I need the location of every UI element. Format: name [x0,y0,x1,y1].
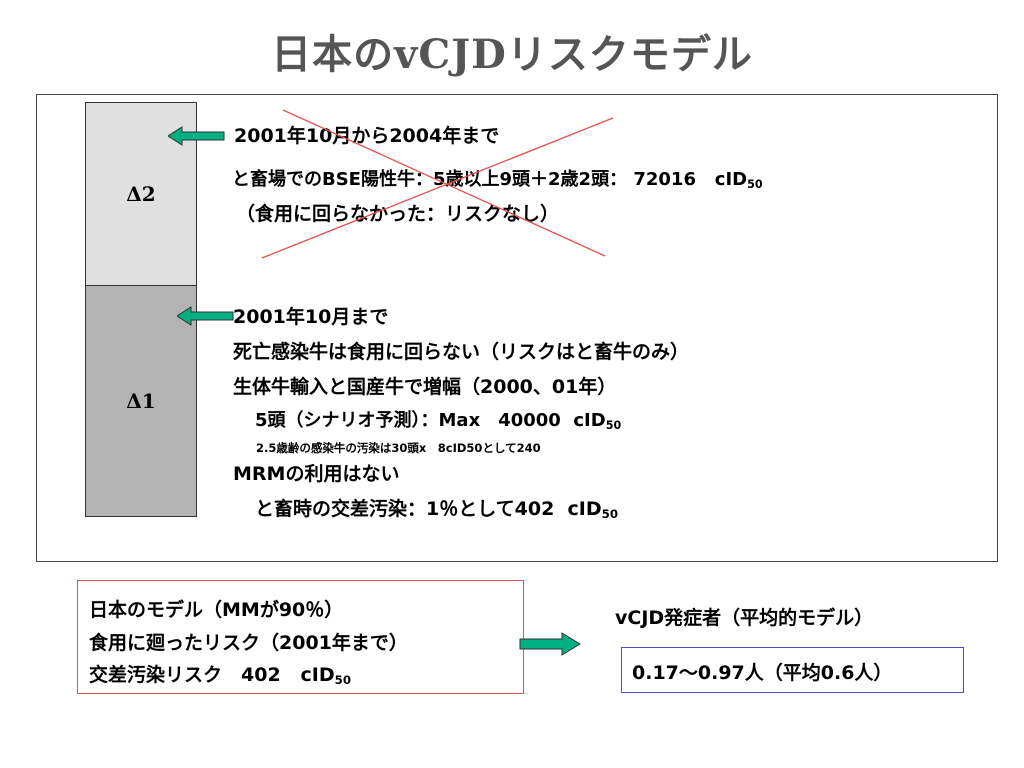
delta2-no-risk: （食用に回らなかった：リスクなし） [236,203,560,225]
delta1-dead-cattle: 死亡感染牛は食用に回らない（リスクはと畜牛のみ） [233,341,690,363]
delta1-contamination-note: 2.5歳齢の感染牛の汚染は30頭x 8cID50として240 [256,441,541,455]
result-arrow-icon [519,632,581,656]
delta1-period: 2001年10月まで [233,306,389,328]
japan-model-box [77,580,524,694]
delta1-cross-contamination: と畜時の交差汚染：1％として402 cID50 [255,498,619,521]
result-box [621,647,964,693]
delta2-period: 2001年10月から2004年まで [234,125,500,147]
delta1-bar: Δ1 [85,285,197,517]
result-value: 0.17～0.97人（平均0.6人） [632,662,893,684]
model-line-2: 食用に廻ったリスク（2001年まで） [89,632,408,654]
page-title: 日本のvCJDリスクモデル [271,31,753,78]
delta1-amplification: 生体牛輸入と国産牛で増幅（2000、01年） [233,376,617,398]
delta1-arrow-icon [177,306,234,326]
delta1-label: Δ1 [126,389,156,413]
delta1-scenario: 5頭（シナリオ予測）：Max 40000 cID50 [255,410,622,432]
risk-model-panel [36,94,998,562]
result-label: vCJD発症者（平均的モデル） [615,607,874,629]
delta1-mrm: MRMの利用はない [233,463,400,485]
model-line-1: 日本のモデル（MMが90％） [89,599,344,621]
delta2-label: Δ2 [126,182,156,206]
model-line-3: 交差汚染リスク 402 cID50 [89,664,352,687]
delta2-arrow-icon [168,126,225,146]
delta2-bse-positive: と畜場でのBSE陽性牛：5歳以上9頭＋2歳2頭： 72016 cID50 [232,169,763,191]
